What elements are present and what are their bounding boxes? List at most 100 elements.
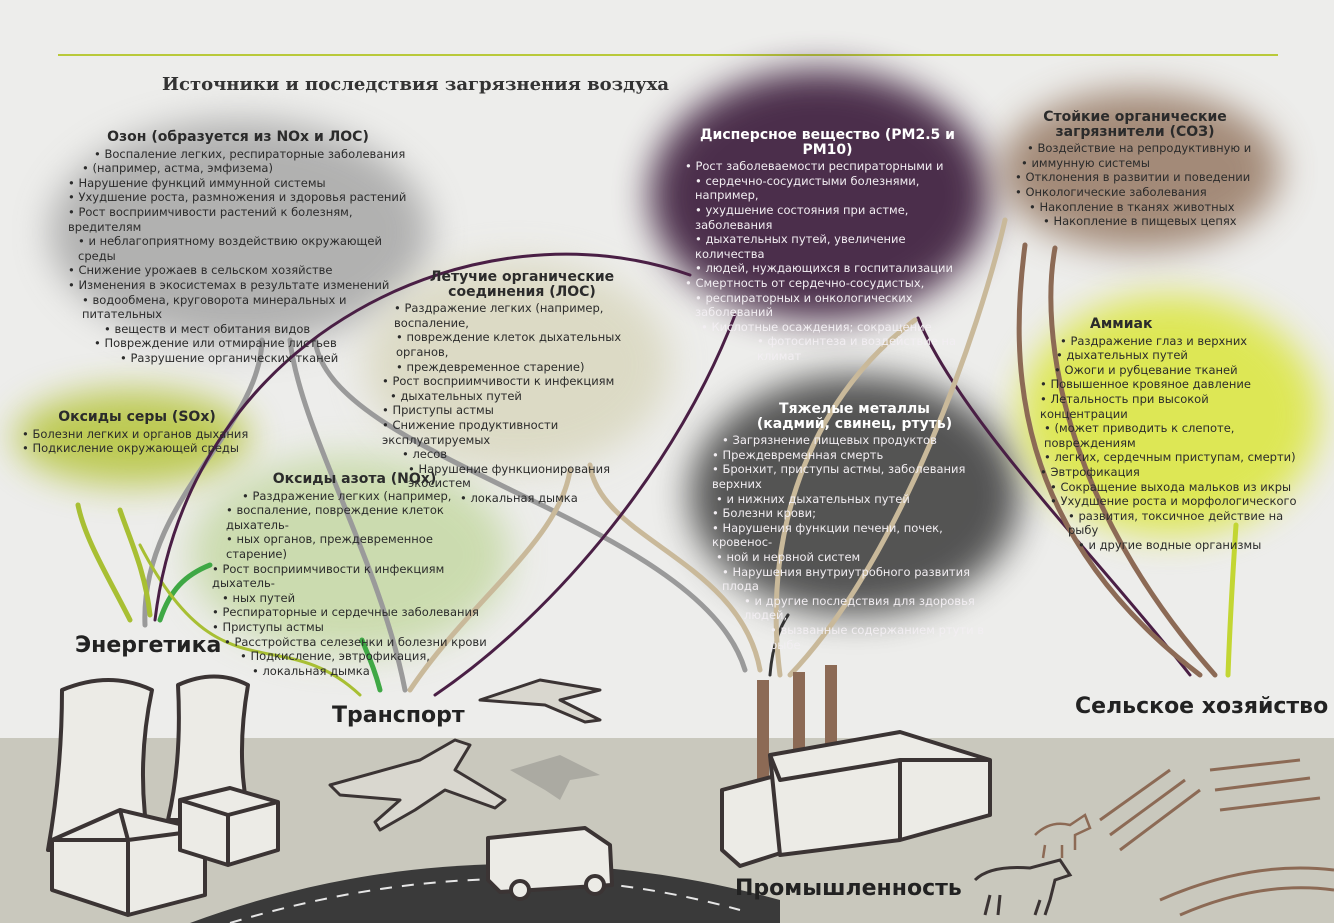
list-item: (например, астма, эмфизема) (68, 161, 408, 176)
list-item: и другие последствия для здоровья людей, (712, 594, 997, 623)
list-item: Накопление в пищевых цепях (1015, 214, 1255, 229)
sox-block: Оксиды серы (SOx) Болезни легких и орган… (22, 410, 252, 456)
source-agriculture-label: Сельское хозяйство (1075, 694, 1329, 719)
cow-icon (973, 858, 1073, 916)
list-item: Нарушение функций иммунной системы (68, 176, 408, 191)
list-item: Болезни легких и органов дыхания (22, 427, 252, 442)
list-item: Летальность при высокой концентрации (1040, 392, 1300, 421)
list-item: ных путей (212, 591, 497, 606)
list-item: легких, сердечным приступам, смерти) (1040, 450, 1300, 465)
list-item: Рост восприимчивости растений к болезням… (68, 205, 408, 234)
list-item: Ожоги и рубцевание тканей (1040, 363, 1300, 378)
list-item: Нарушения внутриутробного развития плода (712, 565, 997, 594)
list-item: сердечно-сосудистыми болезнями, например… (685, 174, 970, 203)
list-item: респираторных и онкологических заболеван… (685, 291, 970, 320)
list-item: Ухудшение роста, размножения и здоровья … (68, 190, 408, 205)
list-item: Снижение продуктивности эксплуатируемых (382, 418, 662, 447)
list-item: Рост восприимчивости к инфекциям дыхател… (212, 562, 497, 591)
list-item: вызванные содержанием ртути в рыбе (712, 623, 997, 652)
source-energy-label: Энергетика (75, 633, 222, 658)
list-item: Эвтрофикация (1040, 465, 1300, 480)
list-item: Воздействие на репродуктивную и (1015, 141, 1255, 156)
list-item: лесов (382, 447, 662, 462)
metals-list: Загрязнение пищевых продуктов Преждеврем… (712, 433, 997, 652)
list-item: Онкологические заболевания (1015, 185, 1255, 200)
list-item: воспаление, повреждение клеток дыхатель- (212, 503, 497, 532)
ozone-list: Воспаление легких, респираторные заболев… (68, 147, 408, 366)
list-item: Смертность от сердечно-сосудистых, (685, 276, 970, 291)
pm-block: Дисперсное вещество (PM2.5 и PM10) Рост … (685, 128, 970, 364)
list-item: Ухудшение роста и морфологического (1040, 494, 1300, 509)
list-item: Болезни крови; (712, 506, 997, 521)
metals-title: Тяжелые металлы (кадмий, свинец, ртуть) (756, 401, 953, 432)
ammonia-title: Аммиак (1090, 316, 1153, 332)
list-item: Бронхит, приступы астмы, заболевания вер… (712, 462, 997, 491)
page-title: Источники и последствия загрязнения возд… (162, 74, 670, 95)
nox-list: Раздражение легких (например, воспаление… (212, 489, 497, 679)
list-item: Респираторные и сердечные заболевания (212, 605, 497, 620)
list-item: Подкисление, эвтрофикация, (212, 649, 497, 664)
chimney-icon (825, 665, 837, 745)
list-item: Отклонения в развитии и поведении (1015, 170, 1255, 185)
list-item: преждевременное старение) (382, 360, 662, 375)
list-item: Приступы астмы (212, 620, 497, 635)
list-item: Загрязнение пищевых продуктов (712, 433, 997, 448)
list-item: Изменения в экосистемах в результате изм… (68, 278, 408, 293)
top-rule (58, 54, 1278, 56)
pop-block: Стойкие органические загрязнители (СОЗ) … (1015, 110, 1255, 229)
list-item: иммунную системы (1015, 156, 1255, 171)
list-item: Раздражение глаз и верхних (1040, 334, 1300, 349)
list-item: Нарушение функционирования экосистем (382, 462, 662, 491)
pop-title: Стойкие органические загрязнители (СОЗ) (1043, 109, 1227, 140)
list-item: Повышенное кровяное давление (1040, 377, 1300, 392)
list-item: Накопление в тканях животных (1015, 200, 1255, 215)
list-item: Подкисление окружающей среды (22, 441, 252, 456)
arrow-energy-nox (157, 562, 213, 623)
ammonia-block: Аммиак Раздражение глаз и верхних дыхате… (1040, 317, 1300, 553)
list-item: Снижение урожаев в сельском хозяйстве (68, 263, 408, 278)
list-item: ухудшение состояния при астме, заболеван… (685, 203, 970, 232)
airplane-icon (328, 738, 507, 832)
list-item: ных органов, преждевременное старение) (212, 532, 497, 561)
sox-list: Болезни легких и органов дыхания Подкисл… (22, 427, 252, 456)
source-industry-label: Промышленность (735, 876, 962, 901)
cooling-tower-icon (166, 674, 252, 822)
airplane-icon (478, 678, 602, 724)
list-item: Расстройства селезенки и болезни крови (212, 635, 497, 650)
voc-title: Летучие органические соединения (ЛОС) (429, 269, 615, 300)
airplane-shadow (510, 755, 600, 800)
voc-block: Летучие органические соединения (ЛОС) Ра… (382, 270, 662, 506)
list-item: Нарушения функции печени, почек, кровено… (712, 521, 997, 550)
list-item: людей, нуждающихся в госпитализации (685, 261, 970, 276)
list-item: фотосинтеза и воздействие на климат (685, 334, 970, 363)
list-item: дыхательных путей (382, 389, 662, 404)
arrow-energy-sox-1 (75, 502, 133, 623)
list-item: повреждение клеток дыхательных органов, (382, 330, 662, 359)
list-item: и нижних дыхательных путей (712, 492, 997, 507)
list-item: дыхательных путей, увеличение количества (685, 232, 970, 261)
chimney-icon (793, 672, 805, 752)
arrow-industry-pop-2 (1016, 242, 1203, 678)
pm-list: Рост заболеваемости респираторными и сер… (685, 159, 970, 363)
source-transport-label: Транспорт (332, 703, 465, 728)
list-item: дыхательных путей (1040, 348, 1300, 363)
list-item: веществ и мест обитания видов (68, 322, 408, 337)
pm-title: Дисперсное вещество (PM2.5 и PM10) (700, 127, 955, 158)
list-item: Воспаление легких, респираторные заболев… (68, 147, 408, 162)
truck-icon (486, 826, 614, 894)
factory-icon (768, 730, 992, 857)
voc-list: Раздражение легких (например, воспаление… (382, 301, 662, 505)
field-icon (1099, 758, 1334, 917)
list-item: Приступы астмы (382, 403, 662, 418)
list-item: локальная дымка (382, 491, 662, 506)
list-item: и неблагоприятному воздействию окружающе… (68, 234, 408, 263)
cooling-tower-icon (46, 678, 154, 852)
list-item: водообмена, круговорота минеральных и пи… (68, 293, 408, 322)
ozone-title: Озон (образуется из NOx и ЛОС) (107, 129, 369, 145)
list-item: Преждевременная смерть (712, 448, 997, 463)
list-item: локальная дымка (212, 664, 497, 679)
list-item: Разрушение органических тканей (68, 351, 408, 366)
metals-block: Тяжелые металлы (кадмий, свинец, ртуть) … (712, 402, 997, 652)
